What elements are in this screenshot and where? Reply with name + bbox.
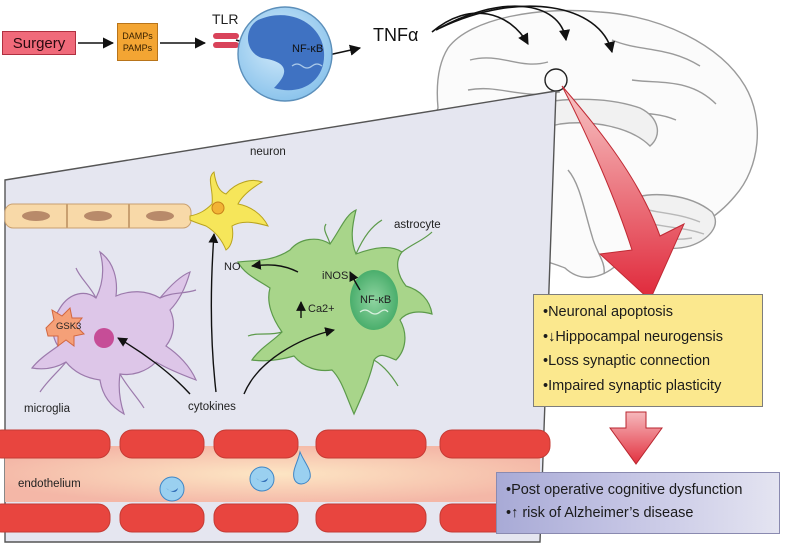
outcome-item: •Post operative cognitive dysfunction xyxy=(506,482,743,498)
astrocyte-illustration xyxy=(237,209,433,416)
ca2-label: Ca2+ xyxy=(308,303,335,315)
damps-label: DAMPs xyxy=(122,31,153,41)
inos-label: iNOS xyxy=(322,270,349,282)
astrocyte-label: astrocyte xyxy=(394,219,441,231)
gsk3-label: GSK3 xyxy=(56,321,82,332)
surgery-box: Surgery xyxy=(2,31,76,55)
effect-item: •Neuronal apoptosis xyxy=(543,304,674,320)
nfkb-astrocyte-label: NF-κB xyxy=(360,294,392,306)
effect-item: •Loss synaptic connection xyxy=(543,353,711,369)
effects-box: •Neuronal apoptosis •↓Hippocampal neurog… xyxy=(533,294,763,407)
tlr-label: TLR xyxy=(212,11,239,27)
no-label: NO xyxy=(224,261,241,273)
neuron-illustration xyxy=(4,171,269,251)
down-arrow-icon xyxy=(609,411,663,465)
tlr-receptor-icon xyxy=(213,33,239,48)
damps-pamps-box: DAMPs PAMPs xyxy=(117,23,158,61)
nfkb-nucleus-label: NF-κB xyxy=(292,43,324,55)
immune-cell-icon xyxy=(237,6,333,102)
tnf-label: TNFα xyxy=(373,25,419,45)
neuron-label: neuron xyxy=(250,146,286,158)
gsk3-burst-icon xyxy=(45,306,86,347)
effect-item: •↓Hippocampal neurogensis xyxy=(543,328,723,345)
endothelium-label: endothelium xyxy=(18,478,81,490)
outcome-box: •Post operative cognitive dysfunction •↑… xyxy=(496,472,780,534)
microglia-illustration xyxy=(30,250,198,416)
pamps-label: PAMPs xyxy=(122,43,153,53)
outcome-item: •↑ risk of Alzheimer’s disease xyxy=(506,505,694,521)
surgery-label: Surgery xyxy=(12,34,66,52)
signaling-arrows xyxy=(117,233,361,395)
effect-item: •Impaired synaptic plasticity xyxy=(543,377,722,394)
microglia-label: microglia xyxy=(24,403,71,415)
blood-vessel xyxy=(0,429,551,533)
cytokines-label: cytokines xyxy=(188,401,236,413)
